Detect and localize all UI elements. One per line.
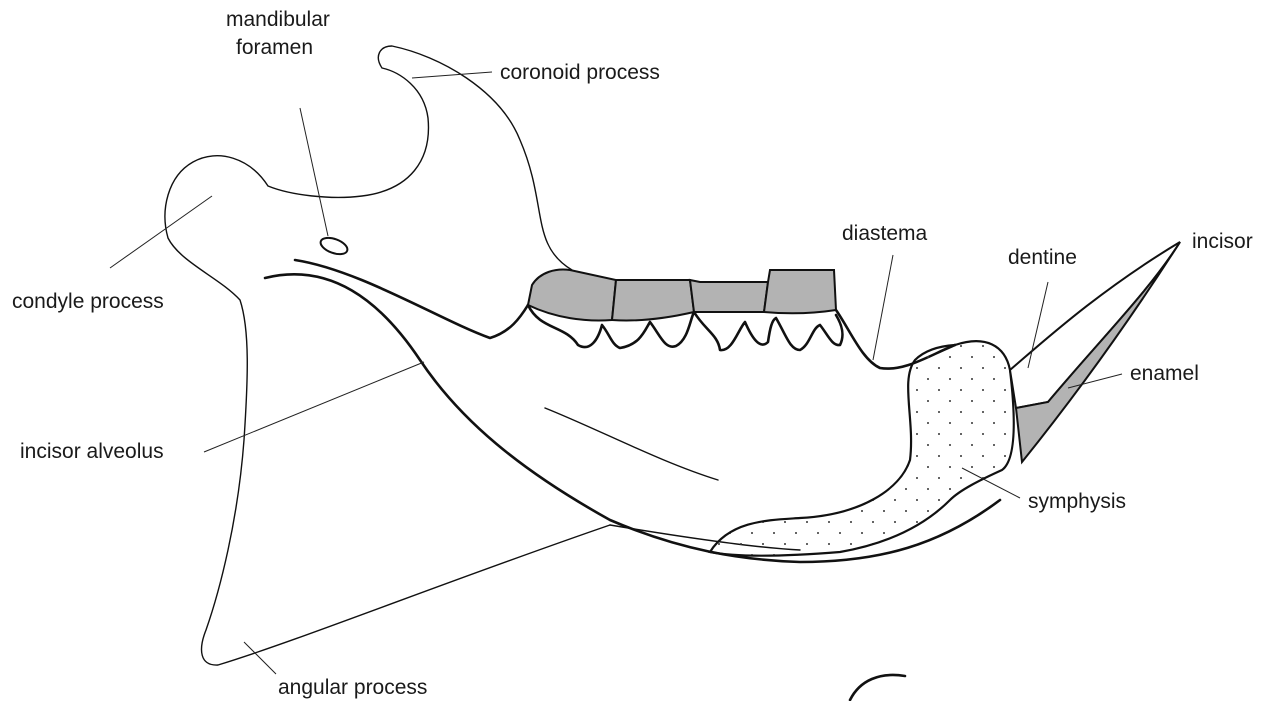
molar-3 bbox=[690, 280, 768, 312]
label-incisor-alveolus: incisor alveolus bbox=[20, 440, 164, 464]
label-incisor: incisor bbox=[1192, 230, 1253, 254]
mandibular-foramen bbox=[318, 235, 349, 258]
molar-2 bbox=[612, 280, 694, 321]
molar-4 bbox=[764, 270, 836, 313]
label-mandibular-foramen-line1: mandibular bbox=[226, 8, 330, 32]
label-diastema: diastema bbox=[842, 222, 927, 246]
label-dentine: dentine bbox=[1008, 246, 1077, 270]
leader-mandibular-foramen bbox=[300, 108, 328, 236]
bottom-fragment-line bbox=[850, 675, 905, 700]
symphysis-region bbox=[710, 341, 1014, 556]
leader-incisor-alveolus bbox=[204, 362, 424, 452]
mandible-upper-ridge bbox=[295, 260, 528, 338]
label-coronoid-process: coronoid process bbox=[500, 61, 660, 85]
mandible-outline bbox=[165, 46, 610, 665]
label-symphysis: symphysis bbox=[1028, 490, 1126, 514]
leader-diastema bbox=[873, 255, 893, 360]
label-enamel: enamel bbox=[1130, 362, 1199, 386]
leader-coronoid-process bbox=[412, 72, 492, 78]
incisor-canal-curve bbox=[545, 408, 718, 480]
label-mandibular-foramen-line2: foramen bbox=[236, 36, 313, 60]
label-angular-process: angular process bbox=[278, 676, 427, 700]
leader-condyle-process bbox=[110, 196, 212, 268]
molar-1 bbox=[528, 270, 616, 321]
label-condyle-process: condyle process bbox=[12, 290, 164, 314]
